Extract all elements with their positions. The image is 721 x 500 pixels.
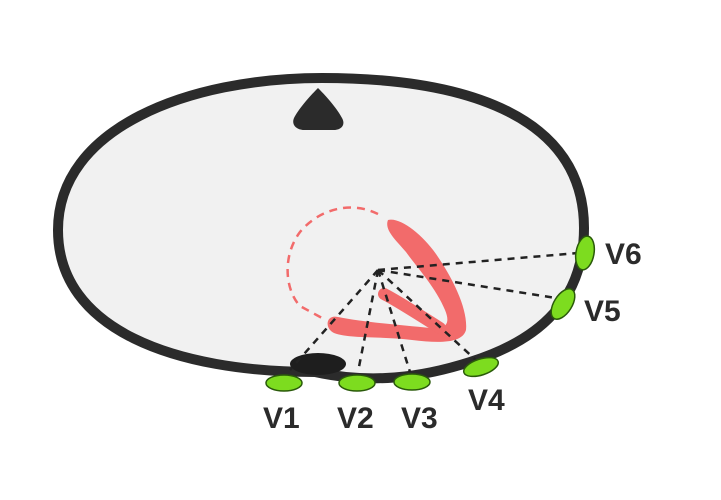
electrode-v2 [338,374,376,392]
lead-label-v3: V3 [401,402,438,435]
heart-septum [378,288,446,334]
electrode-v6 [574,235,596,271]
lead-vector-v1 [289,269,379,371]
lead-label-v4: V4 [468,384,505,417]
spine-icon [293,88,344,130]
lead-label-v2: V2 [337,402,374,435]
lead-vector-v2 [356,269,380,373]
sternum-icon [290,353,346,375]
lead-vectors [289,251,579,373]
heart-right-outline [286,206,379,320]
lead-label-v5: V5 [584,295,621,328]
heart-icon [327,219,467,342]
electrodes [265,235,596,392]
lead-vector-v5 [377,268,557,300]
electrode-v4 [462,356,500,378]
lead-vector-v3 [376,269,412,373]
lead-label-v1: V1 [263,402,300,435]
electrode-v3 [393,373,431,391]
electrode-v5 [550,288,576,320]
lead-label-v6: V6 [605,238,642,271]
electrode-v1 [265,374,303,392]
lead-vector-v4 [377,269,479,363]
